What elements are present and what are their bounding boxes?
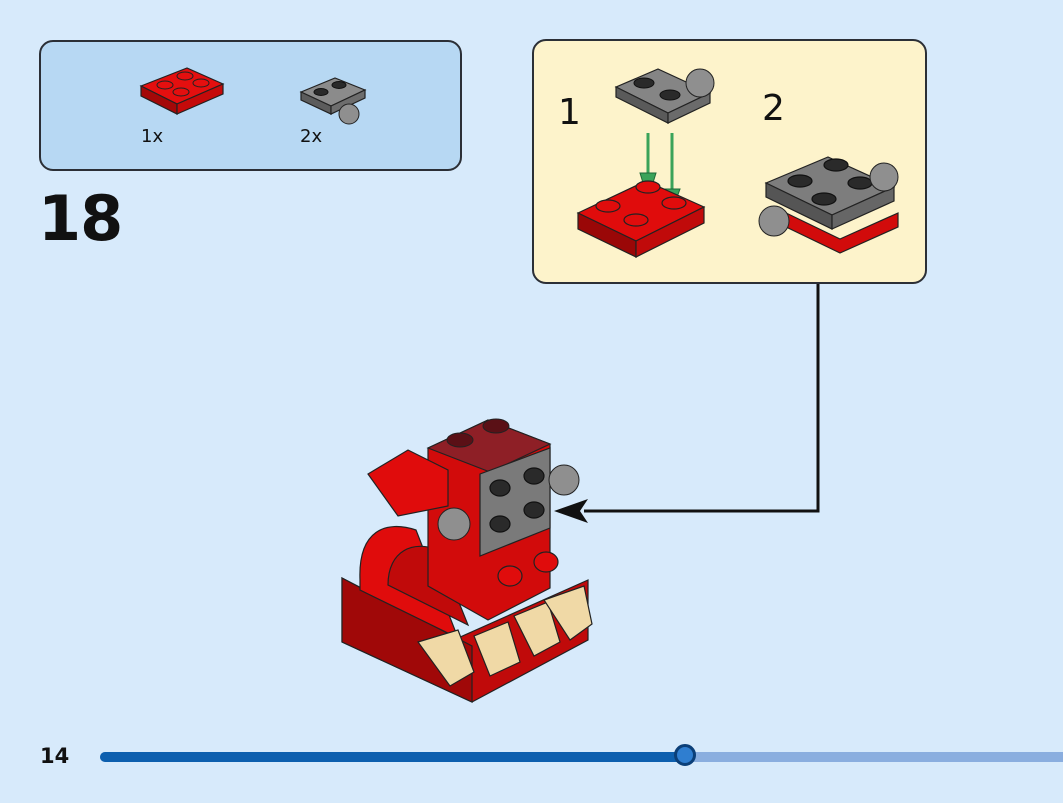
part-quantity-grey-plate: 2x <box>300 126 323 147</box>
step-number: 18 <box>38 182 123 255</box>
grey-plate-with-ball-icon <box>614 68 715 124</box>
progress-bar <box>100 744 1063 766</box>
subassembly-callout: 1 2 <box>532 39 927 284</box>
part-quantity-red-plate: 1x <box>141 126 164 147</box>
parts-list-box: 1x 2x <box>39 40 462 171</box>
grey-plate-with-ball-icon <box>299 77 367 125</box>
substep-label-2: 2 <box>762 88 785 129</box>
dragon-model-illustration <box>341 418 593 703</box>
red-2x2-plate-icon <box>139 67 225 115</box>
progress-bar-fill <box>100 752 685 762</box>
substep-label-1: 1 <box>558 92 581 133</box>
progress-knob[interactable] <box>673 744 696 766</box>
red-2x2-plate-icon <box>576 180 706 258</box>
callout-arrow-icon <box>554 284 820 523</box>
page-number: 14 <box>40 744 70 768</box>
assembled-plates-icon <box>758 156 899 254</box>
